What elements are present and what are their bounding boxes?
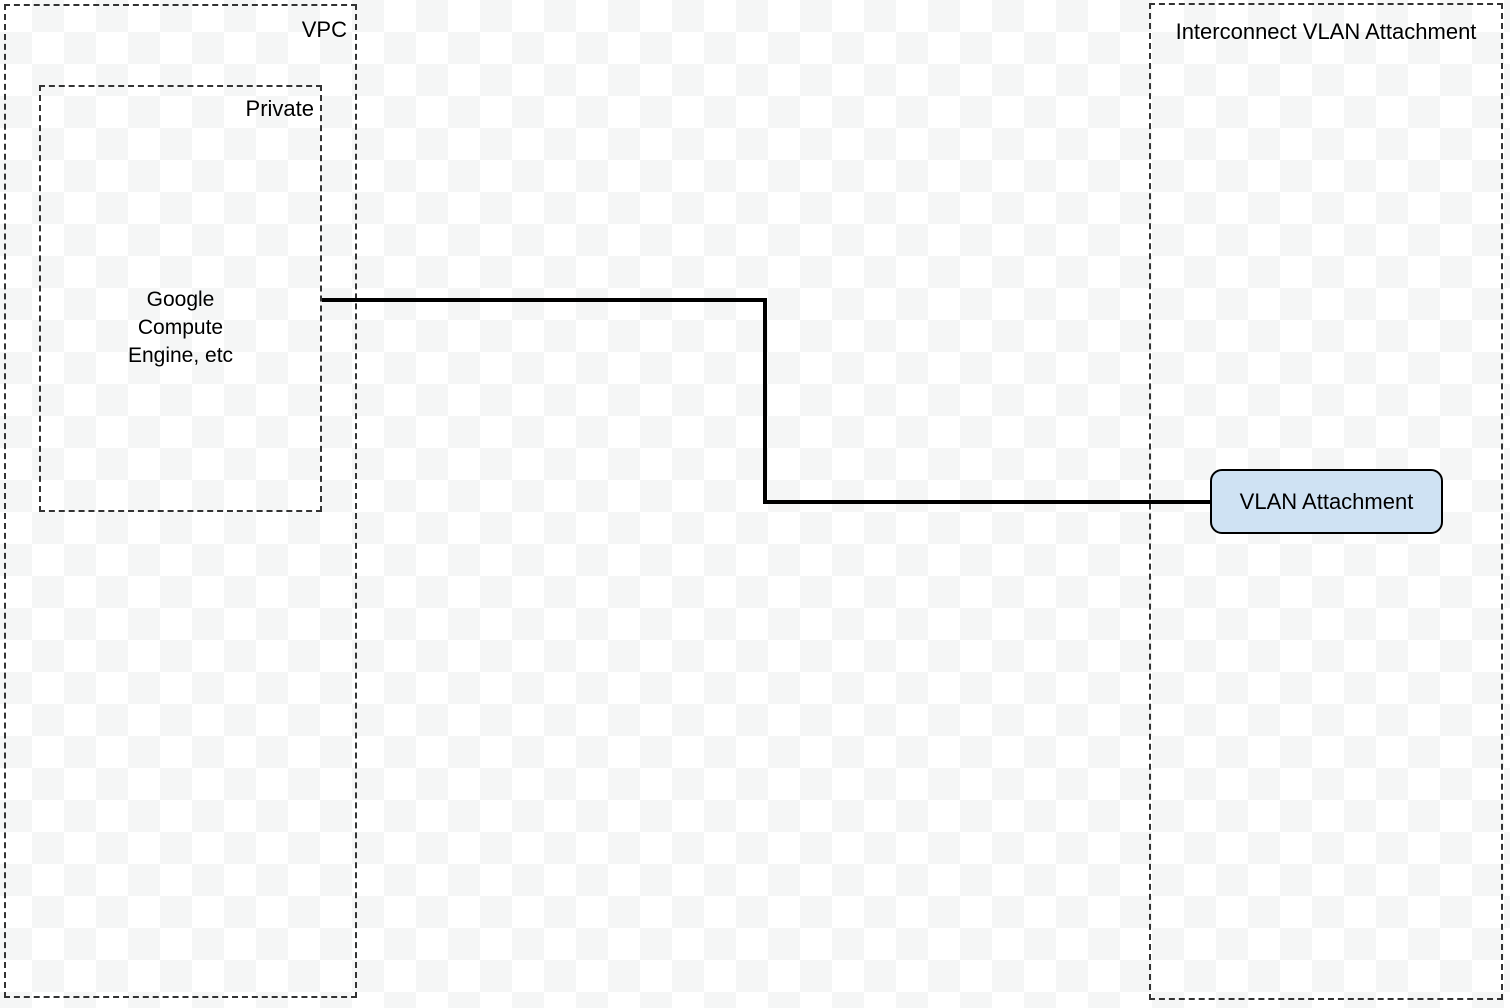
- connector-polyline: [322, 298, 1210, 504]
- vpc-label: VPC: [301, 17, 347, 42]
- vlan-attachment-node-label: VLAN Attachment: [1239, 488, 1414, 514]
- vlan-attachment-node: VLAN Attachment: [1210, 469, 1443, 534]
- interconnect-vlan-attachment-label: Interconnect VLAN Attachment: [1175, 19, 1477, 44]
- vpc-container: VPC Private Google Compute Engine, etc: [4, 4, 357, 998]
- private-subnet-container: Private Google Compute Engine, etc: [39, 85, 322, 512]
- google-compute-engine-node-label: Google Compute Engine, etc: [127, 288, 234, 367]
- private-subnet-label: Private: [245, 96, 314, 121]
